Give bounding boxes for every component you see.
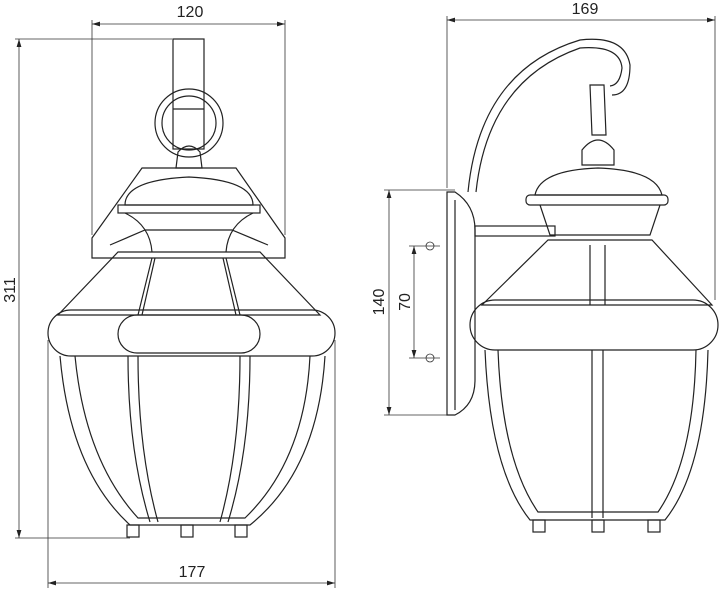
dimension-140: 140 [371, 189, 455, 416]
side-foot-nubs [532, 519, 661, 533]
lantern-side-view [446, 38, 719, 533]
dimension-70: 70 [397, 241, 440, 363]
dimension-311: 311 [2, 38, 172, 539]
dimension-120: 120 [91, 4, 286, 235]
dimension-label-169: 169 [572, 1, 599, 18]
foot-nubs [126, 524, 248, 538]
dimension-label-70: 70 [397, 293, 414, 311]
dimension-177: 177 [47, 340, 336, 588]
dimension-169: 169 [446, 1, 716, 300]
dimension-label-311: 311 [2, 277, 19, 303]
dimension-label-177: 177 [179, 564, 206, 581]
lantern-front-view [47, 38, 336, 538]
dimension-label-120: 120 [177, 4, 204, 21]
dimension-label-140: 140 [371, 289, 388, 316]
